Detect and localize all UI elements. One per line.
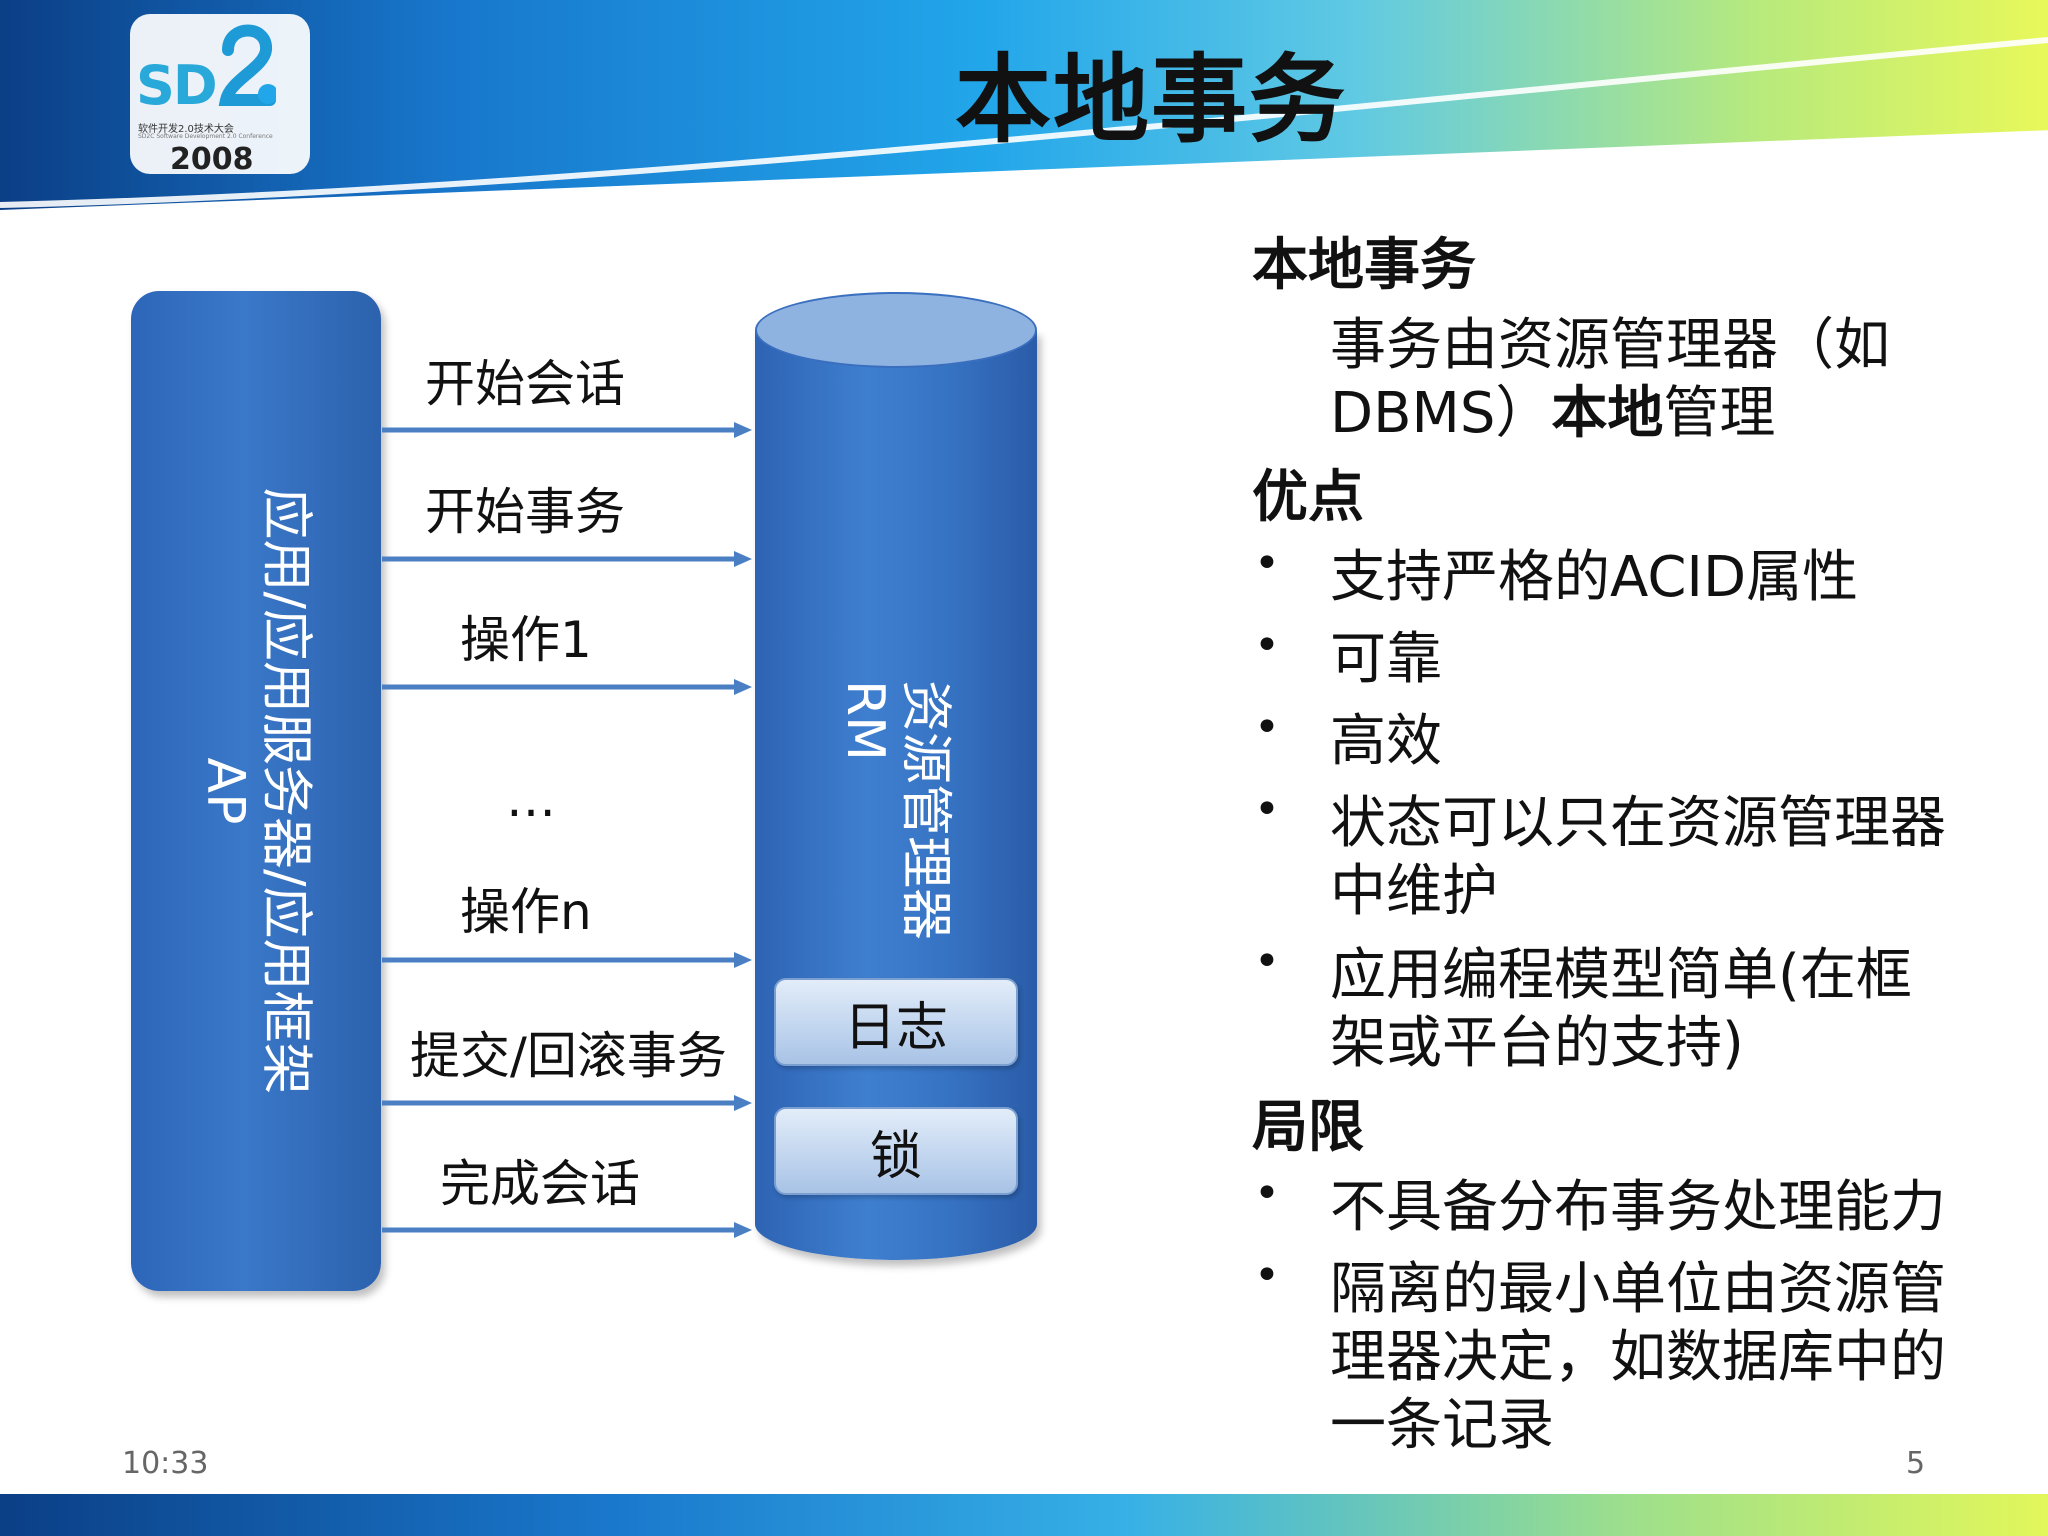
desc-line-2: DBMS）本地管理 bbox=[1330, 368, 1775, 449]
step-label-start-transaction: 开始事务 bbox=[425, 483, 625, 541]
logo-subtitle-en: SD2C Software Development 2.0 Conference bbox=[138, 133, 273, 140]
pro-item-5-line2: 架或平台的支持) bbox=[1330, 1011, 1744, 1076]
pro-item-1: 支持严格的ACID属性 bbox=[1330, 545, 1859, 610]
footer-bar bbox=[0, 1494, 2048, 1536]
step-label-operation-n: 操作n bbox=[460, 883, 592, 941]
logo-mark: SD bbox=[136, 54, 218, 117]
bullet-icon: • bbox=[1254, 702, 1280, 753]
arrow-start-transaction bbox=[382, 551, 752, 567]
step-label-commit-rollback: 提交/回滚事务 bbox=[410, 1027, 727, 1085]
desc-line-2-c: 管理 bbox=[1663, 381, 1776, 446]
rm-cylinder-top bbox=[755, 292, 1037, 368]
pro-item-2: 可靠 bbox=[1330, 627, 1442, 692]
rm-label-line2: RM bbox=[835, 679, 896, 761]
ap-label: 应用/应用服务器/应用框架 AP bbox=[196, 487, 316, 1094]
con-item-2-line2: 理器决定，如数据库中的 bbox=[1330, 1325, 1946, 1390]
bullet-icon: • bbox=[1254, 620, 1280, 671]
bullet-icon: • bbox=[1254, 1168, 1280, 1219]
logo-subtitle: 软件开发2.0技术大会 bbox=[138, 124, 234, 135]
heading-pros: 优点 bbox=[1252, 465, 1364, 530]
arrow-start-session bbox=[382, 422, 752, 438]
bullet-icon: • bbox=[1254, 1250, 1280, 1301]
log-box: 日志 bbox=[774, 978, 1018, 1066]
heading-limitations: 局限 bbox=[1252, 1095, 1364, 1160]
con-item-2-line1: 隔离的最小单位由资源管 bbox=[1330, 1257, 1946, 1322]
heading-local-transaction: 本地事务 bbox=[1252, 233, 1476, 298]
rm-label-line1: 资源管理器 bbox=[895, 679, 956, 941]
arrow-operation-1 bbox=[382, 679, 752, 695]
header-divider-curve bbox=[0, 37, 2048, 208]
step-label-start-session: 开始会话 bbox=[425, 355, 625, 413]
ap-label-line2: AP bbox=[196, 757, 257, 825]
step-label-operation-1: 操作1 bbox=[460, 611, 592, 669]
lock-box: 锁 bbox=[774, 1107, 1018, 1195]
pro-item-4-line2: 中维护 bbox=[1330, 859, 1498, 924]
desc-line-2-b: 本地 bbox=[1551, 381, 1664, 446]
pro-item-4-line1: 状态可以只在资源管理器 bbox=[1330, 791, 1946, 856]
arrow-operation-n bbox=[382, 952, 752, 968]
ap-box: 应用/应用服务器/应用框架 AP bbox=[131, 291, 381, 1291]
bullet-icon: • bbox=[1254, 784, 1280, 835]
rm-cylinder-body bbox=[755, 330, 1037, 1260]
step-label-ellipsis: … bbox=[506, 770, 556, 828]
desc-line-2-a: DBMS） bbox=[1330, 381, 1552, 446]
slide-title: 本地事务 bbox=[955, 44, 1347, 156]
step-label-end-session: 完成会话 bbox=[440, 1155, 640, 1213]
rm-label: 资源管理器 RM bbox=[820, 660, 970, 960]
ap-label-line1: 应用/应用服务器/应用框架 bbox=[256, 487, 317, 1095]
footer-time: 10:33 bbox=[122, 1446, 209, 1481]
footer-page-number: 5 bbox=[1906, 1446, 1926, 1481]
logo-two-icon bbox=[218, 24, 276, 106]
arrow-end-session bbox=[382, 1222, 752, 1238]
bullet-icon: • bbox=[1254, 936, 1280, 987]
logo-year: 2008 bbox=[170, 142, 254, 177]
pro-item-5-line1: 应用编程模型简单(在框 bbox=[1330, 943, 1912, 1008]
conference-logo: SD 软件开发2.0技术大会 SD2C Software Development… bbox=[130, 14, 310, 177]
con-item-2-line3: 一条记录 bbox=[1330, 1393, 1554, 1458]
con-item-1: 不具备分布事务处理能力 bbox=[1330, 1175, 1946, 1240]
desc-line-1: 事务由资源管理器（如 bbox=[1330, 313, 1890, 378]
arrow-commit-rollback bbox=[382, 1095, 752, 1111]
bullet-icon: • bbox=[1254, 538, 1280, 589]
pro-item-3: 高效 bbox=[1330, 709, 1442, 774]
